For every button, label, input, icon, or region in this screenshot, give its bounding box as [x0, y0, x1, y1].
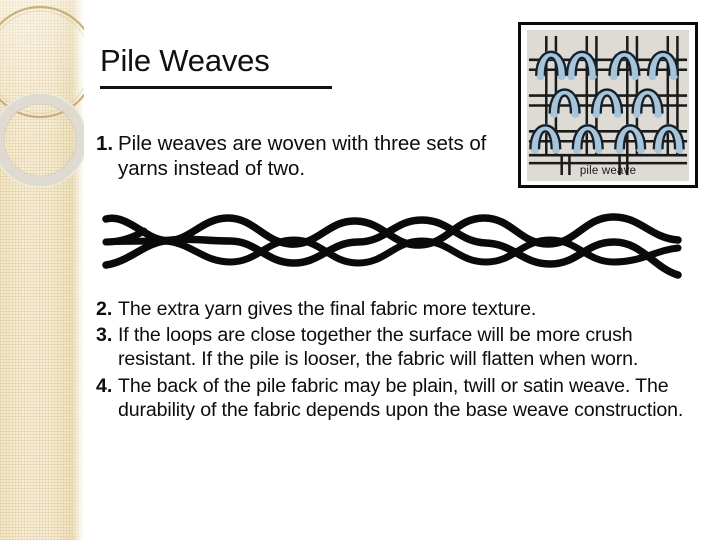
list-item: 1. Pile weaves are woven with three sets…: [96, 131, 526, 181]
gold-ring-icon: [0, 5, 84, 119]
numbered-list-top: 1. Pile weaves are woven with three sets…: [96, 131, 526, 182]
list-item-text: Pile weaves are woven with three sets of…: [118, 132, 487, 180]
gray-ring-icon: [0, 92, 84, 188]
page-title: Pile Weaves: [100, 43, 270, 78]
gray-ring-shadow-icon: [3, 103, 77, 177]
list-item-number: 1.: [96, 132, 114, 155]
decorative-sidebar: [0, 0, 84, 540]
list-item-text: The back of the pile fabric may be plain…: [118, 374, 684, 421]
list-item-text: If the loops are close together the surf…: [118, 324, 639, 371]
list-item: 2. The extra yarn gives the final fabric…: [96, 297, 700, 321]
yarn-strands-svg: [102, 213, 682, 279]
pile-loops: [529, 50, 685, 154]
list-item: 4. The back of the pile fabric may be pl…: [96, 374, 700, 422]
list-item: 3. If the loops are close together the s…: [96, 323, 700, 371]
pile-weave-image-inner: pile weave: [527, 30, 689, 181]
yarn-strand-lower: [102, 216, 682, 279]
list-item-text: The extra yarn gives the final fabric mo…: [118, 298, 537, 320]
yarn-strand-upper: [102, 213, 682, 249]
base-fabric-lines: [528, 153, 688, 176]
page-title-underline: [100, 86, 332, 89]
interlaced-yarn-diagram: [102, 198, 682, 284]
gold-ring-inner-icon: [0, 10, 84, 114]
pile-weave-caption: pile weave: [579, 165, 637, 177]
list-item-number: 2.: [96, 298, 113, 320]
gray-ring-highlight-icon: [0, 92, 84, 188]
sidebar-rings-decoration: [0, 5, 84, 188]
pile-weave-image: pile weave: [518, 22, 698, 188]
yarn-strand-tail: [102, 227, 148, 246]
list-item-number: 4.: [96, 374, 113, 397]
numbered-list-bottom: 2. The extra yarn gives the final fabric…: [96, 297, 700, 424]
list-item-number: 3.: [96, 324, 113, 347]
pile-weave-illustration: [528, 35, 688, 176]
